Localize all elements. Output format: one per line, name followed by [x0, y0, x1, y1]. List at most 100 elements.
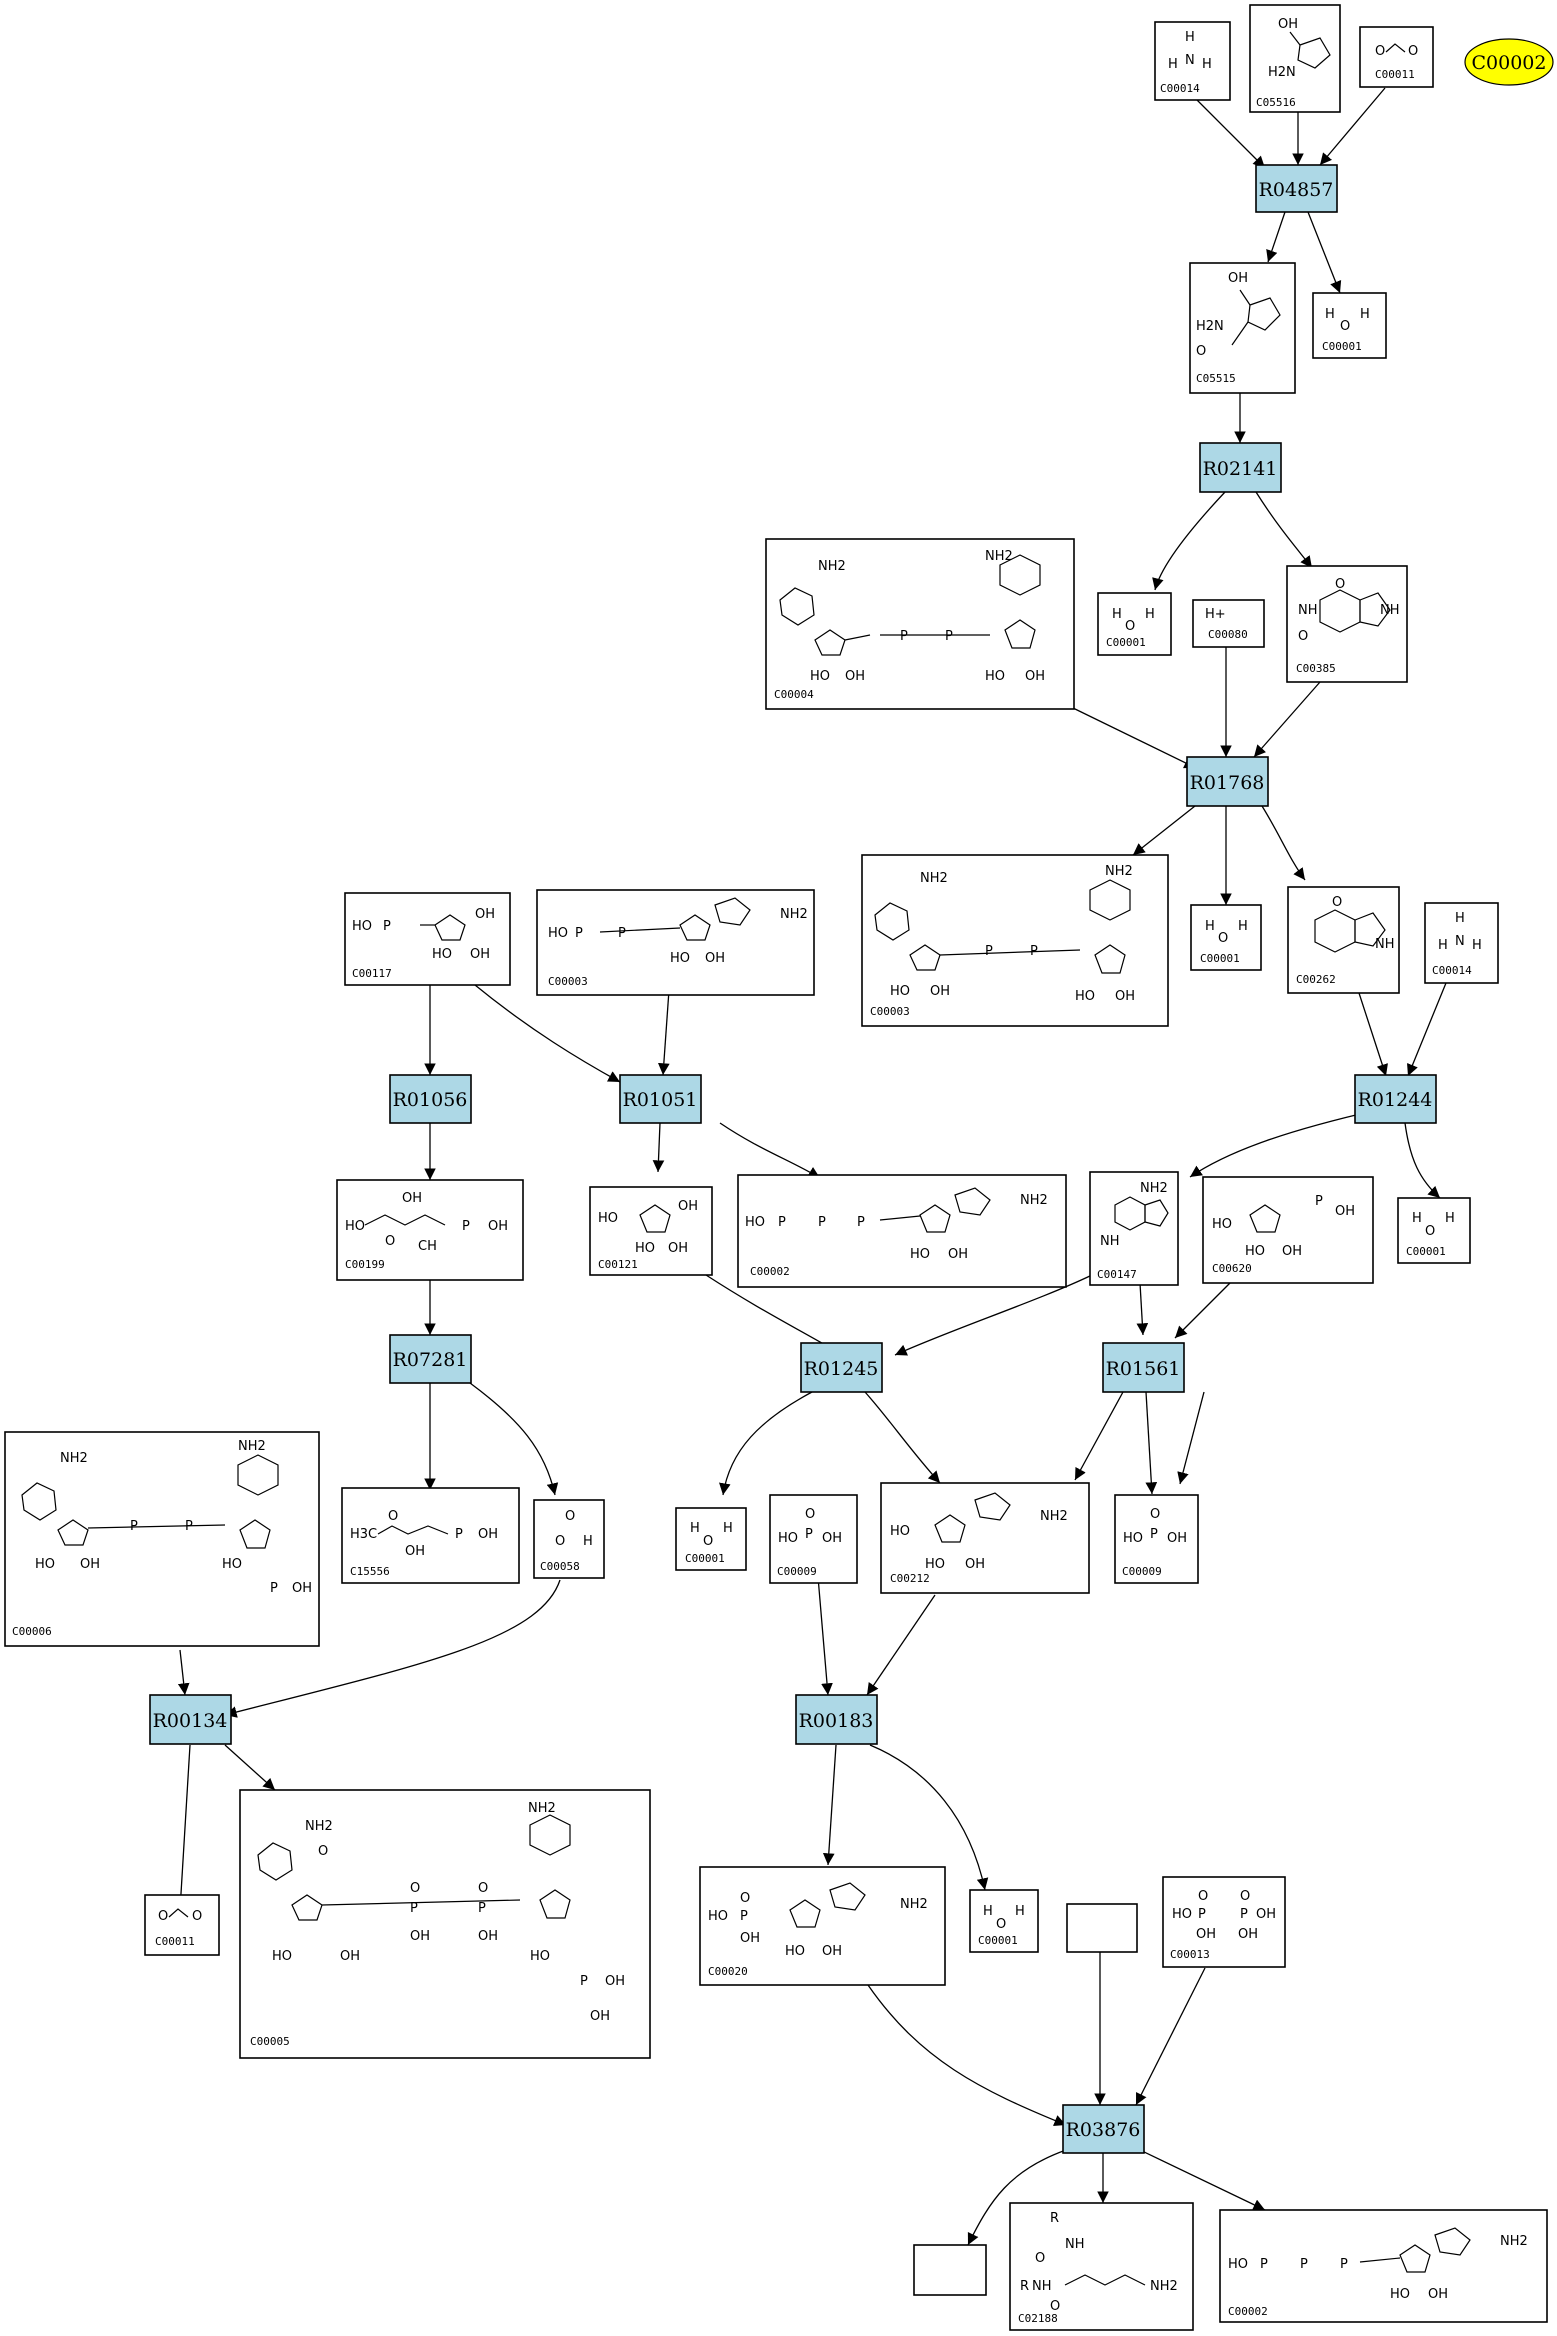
atom: NH2	[818, 559, 846, 574]
atom: HO	[925, 1557, 945, 1572]
compound-unlabeled-bottom[interactable]	[913, 2244, 987, 2296]
reaction-R04857[interactable]: R04857	[1255, 164, 1338, 213]
compound-C00001[interactable]: H O H C00001	[969, 1889, 1039, 1953]
compound-label: C00014	[1432, 964, 1472, 977]
atom: NH2	[1140, 1181, 1168, 1196]
atom: H	[1472, 938, 1482, 953]
atom: O	[1425, 1224, 1435, 1239]
compound-C00001[interactable]: H O H C00001	[1190, 904, 1262, 971]
atom: OH	[405, 1544, 425, 1559]
atom: OH	[1025, 669, 1045, 684]
atom: O	[1198, 1889, 1208, 1904]
atom: OH	[292, 1581, 312, 1596]
compound-label: C00001	[1200, 952, 1240, 965]
atom: OH	[470, 947, 490, 962]
atom: NH2	[305, 1819, 333, 1834]
compound-C00001[interactable]: H O H C00001	[1397, 1197, 1471, 1264]
compound-C00199[interactable]: HO OH O CH P OH C00199	[336, 1179, 524, 1281]
compound-C02188[interactable]: R NH O R NH O NH2 C02188	[1009, 2202, 1194, 2331]
compound-C00147[interactable]: NH2 NH C00147	[1089, 1171, 1179, 1286]
compound-C00212[interactable]: HO NH2 HO OH C00212	[880, 1482, 1090, 1594]
compound-C00003[interactable]: HO P P NH2 HO OH C00003	[536, 889, 815, 996]
molecule-structure	[1289, 31, 1331, 69]
atom: P	[1300, 2257, 1308, 2272]
compound-C00011[interactable]: O O C00011	[1359, 26, 1434, 88]
compound-C00011[interactable]: O O C00011	[144, 1894, 220, 1956]
atom: H	[1438, 938, 1448, 953]
reaction-label: R00134	[153, 1710, 228, 1732]
compound-label: C00001	[1322, 340, 1362, 353]
edge	[1152, 491, 1226, 591]
compound-C00009[interactable]: O P HO OH C00009	[1114, 1494, 1199, 1584]
compound-label: C00080	[1208, 628, 1248, 641]
atom: P	[383, 919, 391, 934]
edge	[657, 989, 670, 1076]
compound-label: C00002	[1228, 2305, 1268, 2318]
compound-C00020[interactable]: HO O P OH NH2 HO OH C00020	[699, 1866, 946, 1986]
compound-C00004[interactable]: NH2 NH2 P P HO OH HO OH C00004	[765, 538, 1075, 710]
compound-label: C00006	[12, 1625, 52, 1638]
reaction-R00134[interactable]: R00134	[149, 1694, 232, 1745]
compound-C00014[interactable]: H N H H C00014	[1154, 21, 1231, 101]
compound-C00385[interactable]: O NH NH O C00385	[1286, 565, 1408, 683]
edge	[1177, 1391, 1205, 1485]
atom: O	[1240, 1889, 1250, 1904]
selected-compound[interactable]: C00002	[1464, 38, 1554, 86]
compound-C00002[interactable]: HO P P P NH2 HO OH C00002	[1219, 2209, 1548, 2323]
atom: P	[985, 944, 993, 959]
atom: NH	[1380, 603, 1400, 618]
compound-C00003[interactable]: NH2 NH2 P P HO OH HO OH C00003	[861, 854, 1169, 1027]
compound-C05515[interactable]: OH H2N O C05515	[1189, 262, 1296, 394]
compound-C15556[interactable]: H3C O OH P OH C15556	[341, 1487, 520, 1584]
compound-C00014[interactable]: H N H H C00014	[1424, 902, 1499, 984]
compound-C00009[interactable]: O P HO OH C00009	[769, 1494, 858, 1584]
atom: O	[1375, 44, 1385, 59]
reaction-R01561[interactable]: R01561	[1102, 1342, 1185, 1393]
atom: O	[318, 1844, 328, 1859]
compound-C00058[interactable]: O O H C00058	[533, 1499, 605, 1579]
reaction-R01768[interactable]: R01768	[1186, 756, 1269, 807]
reaction-R03876[interactable]: R03876	[1062, 2104, 1145, 2154]
atom: OH	[402, 1191, 422, 1206]
reaction-R00183[interactable]: R00183	[795, 1694, 878, 1745]
atom: P	[1030, 944, 1038, 959]
atom: HO	[810, 669, 830, 684]
compound-C00001[interactable]: H O H C00001	[1097, 592, 1172, 656]
compound-C05516[interactable]: OH H2N C05516	[1249, 4, 1341, 113]
reaction-R01245[interactable]: R01245	[800, 1342, 883, 1393]
reaction-R01051[interactable]: R01051	[619, 1074, 702, 1124]
compound-C00262[interactable]: O NH C00262	[1287, 886, 1400, 994]
edge	[474, 984, 621, 1083]
compound-C00620[interactable]: HO P OH HO OH C00620	[1202, 1176, 1374, 1284]
atom: HO	[35, 1557, 55, 1572]
molecule-structure	[1249, 1204, 1281, 1233]
compound-C00013[interactable]: HO O P O P OH OH OH C00013	[1162, 1876, 1286, 1968]
edge	[816, 1564, 833, 1696]
compound-C00080[interactable]: H+ C00080	[1192, 599, 1265, 648]
atom: HO	[272, 1949, 292, 1964]
compound-label: C00058	[540, 1560, 580, 1573]
compound-C00001[interactable]: H O H C00001	[675, 1507, 747, 1571]
compound-C00002[interactable]: HO P P P NH2 HO OH C00002	[737, 1174, 1067, 1288]
compound-label: C00001	[1106, 636, 1146, 649]
atom: NH2	[238, 1439, 266, 1454]
compound-C00006[interactable]: NH2 NH2 P P HO OH HO P OH C00006	[4, 1431, 320, 1647]
atom: OH	[678, 1199, 698, 1214]
reaction-R01244[interactable]: R01244	[1354, 1074, 1437, 1124]
compound-label: C15556	[350, 1565, 390, 1578]
compound-C00121[interactable]: HO OH HO OH C00121	[589, 1186, 713, 1276]
atom: NH2	[528, 1801, 556, 1816]
atom: H	[1015, 1904, 1025, 1919]
compound-unlabeled-top[interactable]	[1066, 1903, 1138, 1953]
compound-C00001[interactable]: H O H C00001	[1312, 292, 1387, 359]
compound-C00005[interactable]: NH2 O NH2 O P O P OH OH HO OH HO P OH OH…	[239, 1789, 651, 2059]
atom: OH	[822, 1531, 842, 1546]
molecule-structure	[639, 1204, 671, 1233]
atom: P	[1198, 1907, 1206, 1922]
atom: NH	[1032, 2279, 1052, 2294]
reaction-R01056[interactable]: R01056	[389, 1074, 472, 1124]
edge	[1255, 491, 1313, 569]
reaction-R07281[interactable]: R07281	[389, 1334, 472, 1384]
reaction-R02141[interactable]: R02141	[1199, 442, 1282, 493]
compound-C00117[interactable]: HO P OH HO OH C00117	[344, 892, 511, 986]
